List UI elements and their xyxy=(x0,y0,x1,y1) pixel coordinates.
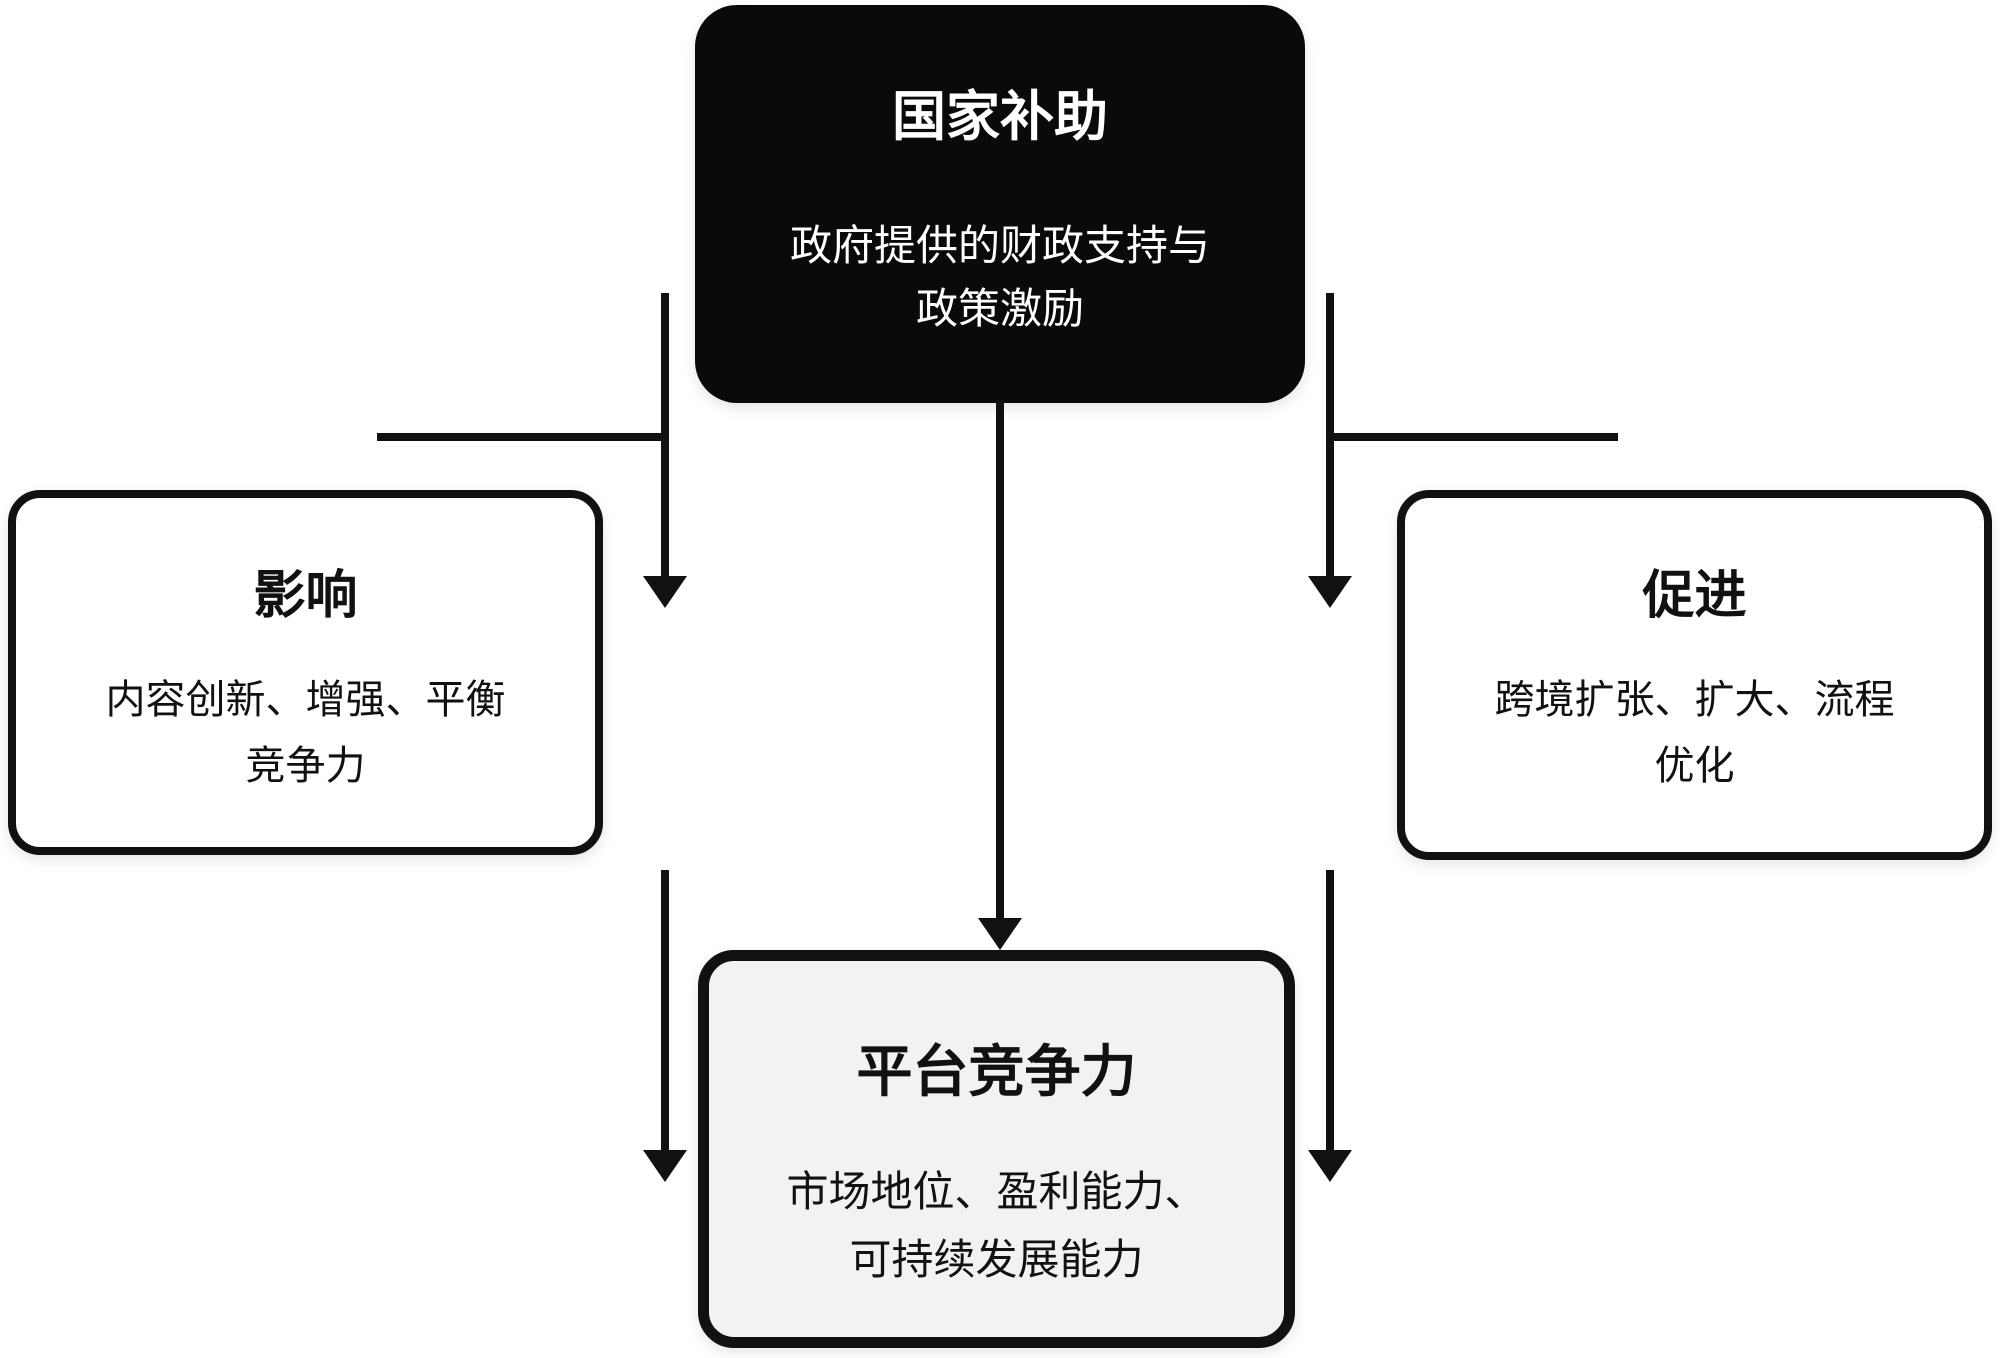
node-platform-competitiveness: 平台竞争力 市场地位、盈利能力、 可持续发展能力 xyxy=(698,950,1295,1348)
description-line: 内容创新、增强、平衡 xyxy=(105,677,506,723)
description-line: 跨境扩张、扩大、流程 xyxy=(1494,677,1895,723)
arrow-to-impact-line xyxy=(661,293,669,580)
node-description: 市场地位、盈利能力、 可持续发展能力 xyxy=(786,1158,1206,1294)
arrow-down-icon xyxy=(978,918,1022,950)
node-national-subsidy: 国家补助 政府提供的财政支持与 政策激励 xyxy=(695,5,1305,403)
node-promote: 促进 跨境扩张、扩大、流程 优化 xyxy=(1397,490,1992,860)
node-title: 平台竞争力 xyxy=(856,1040,1137,1105)
node-title: 促进 xyxy=(1642,566,1747,626)
arrow-subsidy-to-competitiveness-line xyxy=(996,399,1004,920)
arrow-promote-to-competitiveness-line xyxy=(1326,870,1334,1152)
connector-right-branch-line xyxy=(1330,433,1618,441)
node-title: 国家补助 xyxy=(892,85,1108,148)
node-description: 内容创新、增强、平衡 竞争力 xyxy=(106,667,506,799)
arrow-down-icon xyxy=(643,1150,687,1182)
description-line: 优化 xyxy=(1654,743,1735,789)
arrow-down-icon xyxy=(1308,1150,1352,1182)
node-impact: 影响 内容创新、增强、平衡 竞争力 xyxy=(8,490,603,855)
description-line: 政策激励 xyxy=(915,284,1084,333)
connector-left-branch-line xyxy=(377,433,665,441)
description-line: 竞争力 xyxy=(245,743,366,789)
node-title: 影响 xyxy=(253,566,358,626)
arrow-down-icon xyxy=(1308,576,1352,608)
arrow-impact-to-competitiveness-line xyxy=(661,870,669,1152)
arrow-down-icon xyxy=(643,576,687,608)
arrow-to-promote-line xyxy=(1326,293,1334,580)
description-line: 政府提供的财政支持与 xyxy=(789,221,1210,270)
description-line: 市场地位、盈利能力、 xyxy=(786,1167,1207,1216)
node-description: 政府提供的财政支持与 政策激励 xyxy=(790,214,1210,340)
description-line: 可持续发展能力 xyxy=(849,1235,1144,1284)
node-description: 跨境扩张、扩大、流程 优化 xyxy=(1495,667,1895,799)
